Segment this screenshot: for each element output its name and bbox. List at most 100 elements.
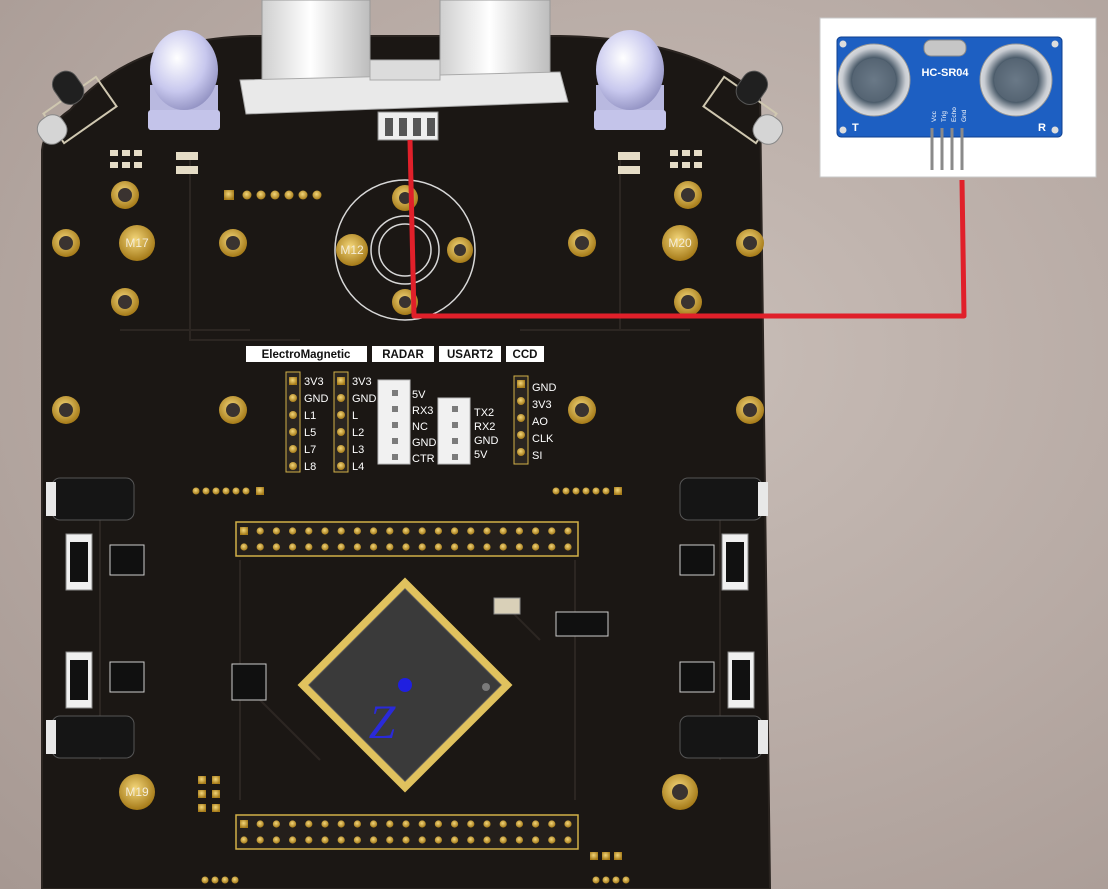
mount-m19: M19 <box>119 774 155 810</box>
header1: 3V3 GND L1 L5 L7 L8 <box>285 371 329 473</box>
header-pin-pad <box>402 543 410 551</box>
mount-m17: M17 <box>119 225 155 261</box>
header-pin-pad <box>451 820 459 828</box>
mounting-pad <box>736 229 764 257</box>
header-pin-pad <box>418 543 426 551</box>
ccd-header: GND 3V3 AO CLK SI <box>513 375 557 465</box>
right-led <box>594 30 666 130</box>
header-pin-pad <box>467 836 475 844</box>
bottom-pin-header <box>235 814 579 850</box>
sensor-pin-label: Vcc <box>931 110 938 122</box>
header-pin-pad <box>515 543 524 551</box>
header-pin-pad <box>272 527 280 535</box>
mounting-pad <box>568 229 596 257</box>
radar-connector: 5V RX3 NC GND CTR <box>377 379 437 465</box>
header-pin-pad <box>370 543 378 551</box>
header-pin-pad <box>321 543 329 551</box>
header-pin-pad <box>272 820 280 828</box>
header-pin-pad <box>532 820 540 828</box>
mounting-pad <box>568 396 596 424</box>
ccd-pin-label: 3V3 <box>532 399 552 411</box>
mounting-pad <box>736 396 764 424</box>
header-pin-pad <box>370 527 378 535</box>
header2-pin-label: GND <box>352 393 377 405</box>
header-pin-pad <box>305 543 313 551</box>
mounting-pad <box>52 229 80 257</box>
header-pin-pad <box>337 527 345 535</box>
header-pin-pad <box>564 543 572 551</box>
header-pin-pad <box>418 836 426 844</box>
header-pin-pad <box>548 527 556 535</box>
usart-pin-label: 5V <box>474 449 488 461</box>
mount-label: M20 <box>668 236 692 250</box>
left-motor-connector-bottom <box>46 715 135 759</box>
radar-pin-label: GND <box>412 437 437 449</box>
header2-pin-label: L2 <box>352 427 364 439</box>
header-pin-pad <box>337 820 345 828</box>
pad-row-top <box>224 190 322 200</box>
mounting-pad <box>219 229 247 257</box>
radar-pin-label: NC <box>412 421 428 433</box>
header-label-radar: RADAR <box>382 349 424 361</box>
header-label-bar: ElectroMagnetic RADAR USART2 CCD <box>246 346 544 362</box>
header-label-ccd: CCD <box>513 349 538 361</box>
header2-pin-label: L4 <box>352 461 364 473</box>
header-pin-pad <box>353 820 361 828</box>
usart-pin-label: RX2 <box>474 421 495 433</box>
header-pin-pad <box>402 820 410 828</box>
sensor-pin-label: Echo <box>951 107 958 122</box>
sensor-t-label: T <box>852 122 859 134</box>
header-pin-pad <box>386 836 394 844</box>
mounting-pad <box>219 396 247 424</box>
header2-pin-label: L <box>352 410 358 422</box>
header-pin-pad <box>305 820 313 828</box>
left-ir-sensor <box>36 70 118 145</box>
header-pin-pad <box>386 543 394 551</box>
mount-label: M17 <box>125 236 149 250</box>
header2-pin-label: L3 <box>352 444 364 456</box>
left-led <box>148 30 220 130</box>
mount-label: M12 <box>340 243 364 257</box>
right-motor-connector-bottom <box>679 715 768 759</box>
radar-pin-label: CTR <box>412 453 435 465</box>
header-pin-pad <box>532 527 540 535</box>
radar-pin-label: 5V <box>412 389 426 401</box>
header-pin-pad <box>499 527 507 535</box>
mounting-pad <box>674 181 702 209</box>
ccd-pin-label: GND <box>532 382 557 394</box>
mcu-chip: Z <box>297 577 513 793</box>
header-pin-pad <box>272 543 280 551</box>
mounting-pad <box>111 288 139 316</box>
smd-components-top <box>110 150 702 174</box>
header-pin-pad <box>289 820 297 828</box>
mounting-pad <box>447 237 473 263</box>
servo-mount <box>334 179 476 321</box>
side-components <box>65 533 755 709</box>
header-pin-pad <box>289 543 297 551</box>
header-pin-pad <box>434 836 442 844</box>
header-label-electromagnetic: ElectroMagnetic <box>262 349 351 361</box>
header1-pin-label: L7 <box>304 444 316 456</box>
ccd-pin-label: AO <box>532 416 548 428</box>
header-pin-pad <box>515 836 524 844</box>
sensor-pin-label: Gnd <box>961 109 968 122</box>
header-pin-pad <box>240 820 248 828</box>
header-pin-pad <box>370 836 378 844</box>
ccd-pin-label: CLK <box>532 433 554 445</box>
right-ir-sensor <box>702 70 784 145</box>
header-pin-pad <box>499 820 507 828</box>
ccd-pin-label: SI <box>532 450 542 462</box>
transmitter-icon <box>837 43 911 117</box>
header-pin-pad <box>564 836 572 844</box>
mounting-pad <box>111 181 139 209</box>
header1-pin-label: L5 <box>304 427 316 439</box>
header-pin-pad <box>402 836 410 844</box>
header-pin-pad <box>353 543 361 551</box>
header-pin-pad <box>483 836 491 844</box>
header-pin-pad <box>434 543 442 551</box>
header-pin-pad <box>337 836 345 844</box>
header2: 3V3 GND L L2 L3 L4 <box>333 371 377 473</box>
header-pin-pad <box>515 820 524 828</box>
left-motor-connector-top <box>46 477 135 521</box>
